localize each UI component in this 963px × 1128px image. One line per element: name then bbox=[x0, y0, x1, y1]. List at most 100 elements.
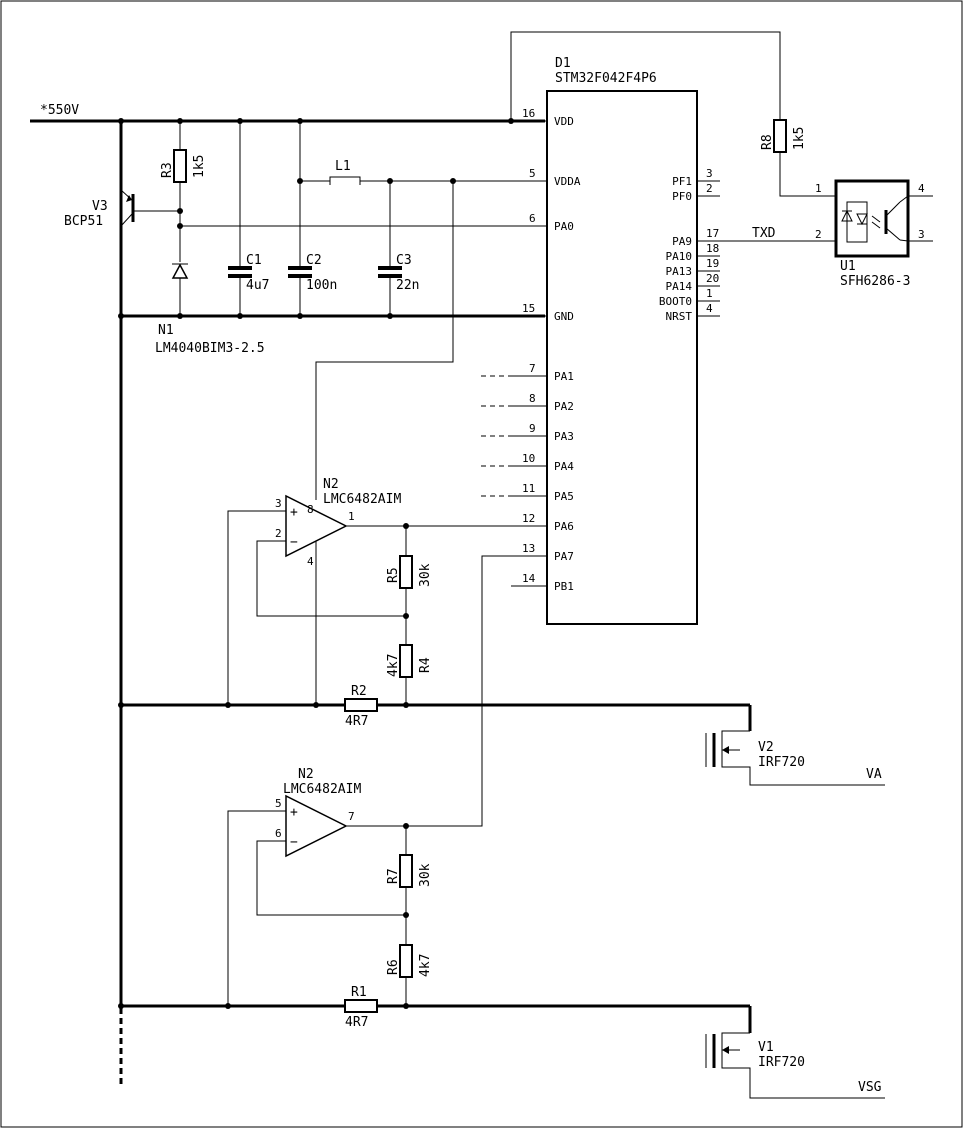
mcu-pin-gnd: 15 GND bbox=[511, 302, 574, 323]
svg-text:3: 3 bbox=[918, 228, 925, 241]
svg-text:15: 15 bbox=[522, 302, 535, 315]
r2-value: 4R7 bbox=[345, 714, 368, 729]
svg-text:PA1: PA1 bbox=[554, 370, 574, 383]
mcu-pin-pf0: 2 PF0 bbox=[672, 182, 720, 203]
mcu-pin-pa0: 6 PA0 bbox=[511, 212, 574, 233]
svg-text:2: 2 bbox=[706, 182, 713, 195]
svg-text:PA14: PA14 bbox=[666, 280, 693, 293]
mcu-part: STM32F042F4P6 bbox=[555, 71, 657, 86]
c3-value: 22n bbox=[396, 278, 419, 293]
svg-text:9: 9 bbox=[529, 422, 536, 435]
svg-text:PA6: PA6 bbox=[554, 520, 574, 533]
r4-ref: R4 bbox=[418, 657, 433, 673]
svg-text:BOOT0: BOOT0 bbox=[659, 295, 692, 308]
svg-text:6: 6 bbox=[275, 827, 282, 840]
r8-value: 1k5 bbox=[792, 127, 807, 150]
opamp-n2b: + − 5 6 7 N2 LMC6482AIM bbox=[227, 767, 406, 1006]
svg-text:PA7: PA7 bbox=[554, 550, 574, 563]
resistor-r1: R1 4R7 bbox=[344, 985, 378, 1030]
r1-value: 4R7 bbox=[345, 1015, 368, 1030]
svg-text:VDDA: VDDA bbox=[554, 175, 581, 188]
zener-n1: N1 LM4040BIM3-2.5 bbox=[155, 263, 265, 356]
r7-ref: R7 bbox=[386, 868, 401, 884]
v1-net-label: VSG bbox=[858, 1080, 882, 1095]
capacitor-c2: C2 100n bbox=[288, 121, 337, 316]
txd-label: TXD bbox=[752, 226, 776, 241]
svg-text:11: 11 bbox=[522, 482, 535, 495]
mcu-pin-pb1: 14 PB1 bbox=[511, 572, 574, 593]
r8-ref: R8 bbox=[760, 134, 775, 150]
capacitor-c3: C3 22n bbox=[378, 181, 419, 316]
transistor-v3: V3 BCP51 bbox=[64, 189, 180, 235]
svg-text:8: 8 bbox=[529, 392, 536, 405]
r1-ref: R1 bbox=[351, 985, 367, 1000]
mcu-pin-pa13: 19 PA13 bbox=[666, 257, 720, 278]
resistor-r2: R2 4R7 bbox=[344, 684, 378, 729]
svg-text:−: − bbox=[290, 835, 298, 850]
u1-part: SFH6286-3 bbox=[840, 274, 910, 289]
mcu-pin-pa6: 12 PA6 bbox=[511, 512, 574, 533]
resistor-r6: R6 4k7 bbox=[386, 944, 433, 1006]
junction-dots bbox=[118, 118, 514, 1009]
svg-text:8: 8 bbox=[307, 503, 314, 516]
r3-ref: R3 bbox=[160, 162, 175, 178]
c2-value: 100n bbox=[306, 278, 337, 293]
svg-text:+: + bbox=[290, 805, 298, 820]
mcu-pin-pa4: 10 PA4 bbox=[481, 452, 574, 473]
svg-text:5: 5 bbox=[529, 167, 536, 180]
mcu-pin-pa3: 9 PA3 bbox=[481, 422, 574, 443]
svg-text:4: 4 bbox=[706, 302, 713, 315]
mcu-pin-pa14: 20 PA14 bbox=[666, 272, 720, 293]
vdd-r8-net bbox=[510, 31, 781, 121]
n2b-ref: N2 bbox=[298, 767, 314, 782]
svg-text:PA13: PA13 bbox=[666, 265, 693, 278]
svg-text:4: 4 bbox=[307, 555, 314, 568]
r4-value: 4k7 bbox=[386, 654, 401, 677]
svg-text:+: + bbox=[290, 505, 298, 520]
optocoupler-u1: 1 2 3 4 U1 SFH6286-3 bbox=[815, 179, 933, 289]
svg-text:NRST: NRST bbox=[666, 310, 693, 323]
r6-value: 4k7 bbox=[418, 954, 433, 977]
resistor-r3: R3 1k5 bbox=[160, 121, 207, 262]
svg-text:6: 6 bbox=[529, 212, 536, 225]
svg-text:4: 4 bbox=[918, 182, 925, 195]
svg-text:PA2: PA2 bbox=[554, 400, 574, 413]
mcu-d1: D1 STM32F042F4P6 16 VDD 5 VDDA 6 PA0 15 … bbox=[481, 56, 720, 625]
mcu-pin-boot0: 1 BOOT0 bbox=[659, 287, 720, 308]
r2-ref: R2 bbox=[351, 684, 367, 699]
svg-text:3: 3 bbox=[275, 497, 282, 510]
n2b-part: LMC6482AIM bbox=[283, 782, 361, 797]
svg-text:18: 18 bbox=[706, 242, 719, 255]
svg-text:3: 3 bbox=[706, 167, 713, 180]
mcu-pin-vdda: 5 VDDA bbox=[511, 167, 581, 188]
svg-text:PF1: PF1 bbox=[672, 175, 692, 188]
mcu-pin-pf1: 3 PF1 bbox=[672, 167, 720, 188]
r7-value: 30k bbox=[418, 863, 433, 887]
svg-text:1: 1 bbox=[706, 287, 713, 300]
svg-text:20: 20 bbox=[706, 272, 719, 285]
inductor-l1: L1 bbox=[300, 159, 545, 185]
mcu-pin-pa10: 18 PA10 bbox=[666, 242, 720, 263]
v2-part: IRF720 bbox=[758, 755, 805, 770]
svg-text:7: 7 bbox=[529, 362, 536, 375]
svg-text:19: 19 bbox=[706, 257, 719, 270]
c1-value: 4u7 bbox=[246, 278, 269, 293]
u1-ref: U1 bbox=[840, 259, 856, 274]
pa7-net bbox=[346, 555, 511, 827]
v3-ref: V3 bbox=[92, 199, 108, 214]
svg-text:14: 14 bbox=[522, 572, 536, 585]
resistor-r4: R4 4k7 bbox=[386, 644, 433, 705]
capacitor-c1: C1 4u7 bbox=[228, 121, 269, 316]
svg-text:GND: GND bbox=[554, 310, 574, 323]
mosfet-v1: V1 IRF720 VSG bbox=[705, 1006, 885, 1099]
mcu-pin-pa5: 11 PA5 bbox=[481, 482, 574, 503]
svg-text:2: 2 bbox=[275, 527, 282, 540]
supply-label: *550V bbox=[40, 103, 79, 118]
svg-text:−: − bbox=[290, 535, 298, 550]
svg-text:1: 1 bbox=[815, 182, 822, 195]
svg-text:12: 12 bbox=[522, 512, 535, 525]
mcu-pin-vdd: 16 VDD bbox=[511, 107, 574, 128]
svg-text:17: 17 bbox=[706, 227, 719, 240]
